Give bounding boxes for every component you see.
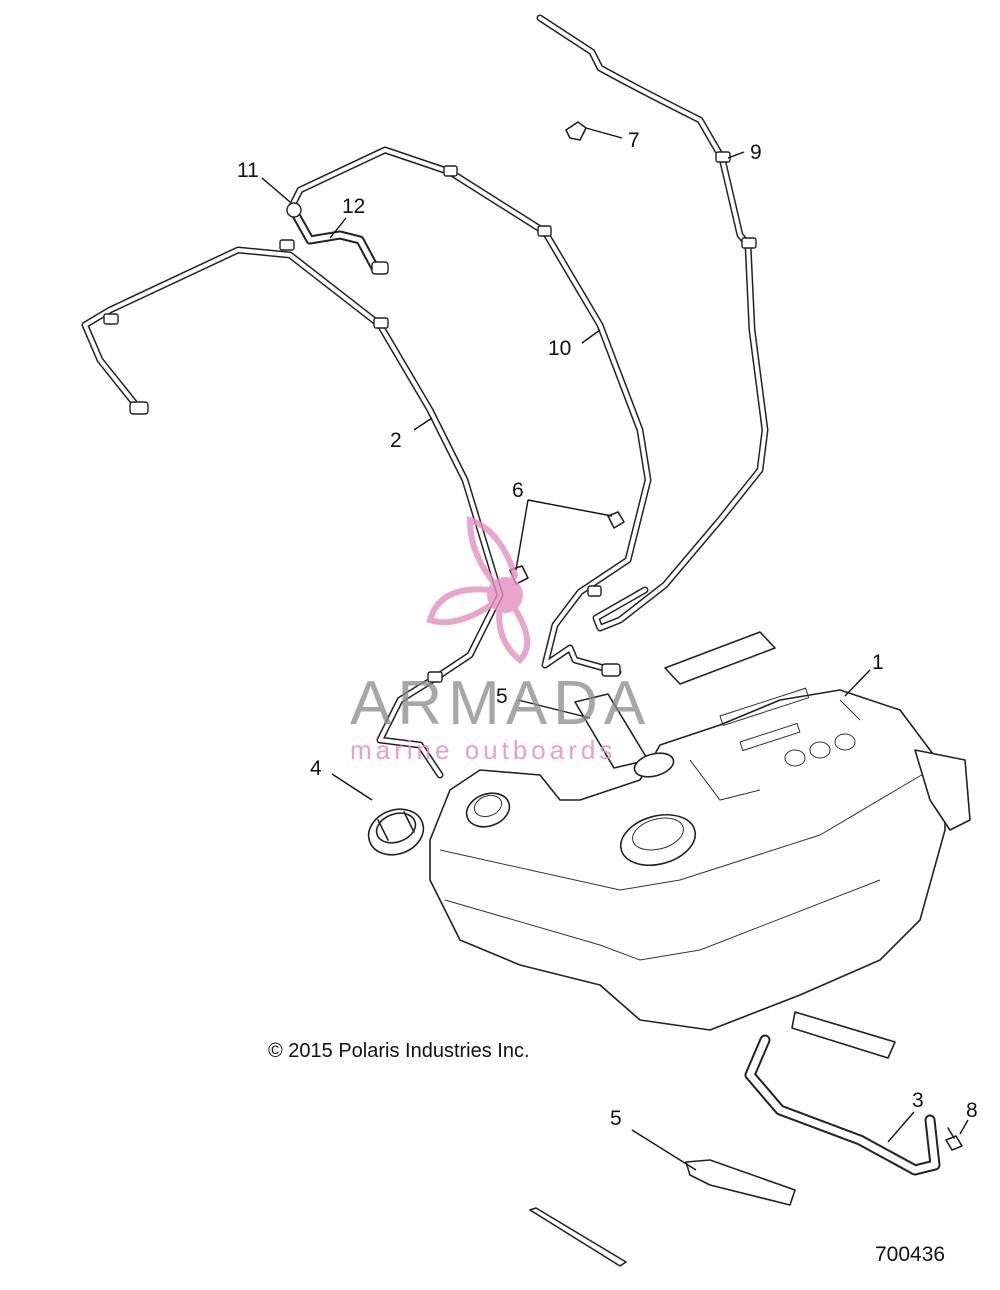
leader-lines [261, 127, 969, 1171]
vent-line-9 [536, 14, 769, 632]
clip-7 [565, 121, 587, 141]
callout-12: 12 [342, 195, 366, 218]
pads-5 [529, 631, 896, 1267]
callout-7: 7 [628, 129, 640, 152]
callout-8: 8 [966, 1099, 978, 1122]
hose-12 [287, 203, 389, 275]
callout-1: 1 [872, 651, 884, 674]
callout-5-upper: 5 [496, 685, 508, 708]
fuel-cap-4 [367, 808, 425, 856]
vent-line-2 [81, 239, 504, 779]
copyright-text: © 2015 Polaris Industries Inc. [268, 1040, 530, 1062]
watermark-name: ARMADA [350, 669, 652, 738]
fuel-tank-1 [429, 687, 971, 1031]
callout-6: 6 [512, 479, 524, 502]
vent-line-10 [286, 146, 652, 677]
bolt-8 [945, 1127, 963, 1151]
callout-9: 9 [750, 141, 762, 164]
watermark-propeller-logo [426, 515, 531, 665]
callout-4: 4 [310, 757, 322, 780]
strap-3 [744, 1034, 941, 1176]
callout-2: 2 [390, 429, 402, 452]
watermark-subtitle: marine outboards [350, 735, 617, 765]
callout-5-lower: 5 [610, 1107, 622, 1130]
callout-11: 11 [237, 159, 259, 182]
callout-10: 10 [548, 337, 572, 360]
drawing-number: 700436 [875, 1243, 946, 1266]
callout-3: 3 [912, 1089, 924, 1112]
clamp-11 [286, 202, 302, 218]
